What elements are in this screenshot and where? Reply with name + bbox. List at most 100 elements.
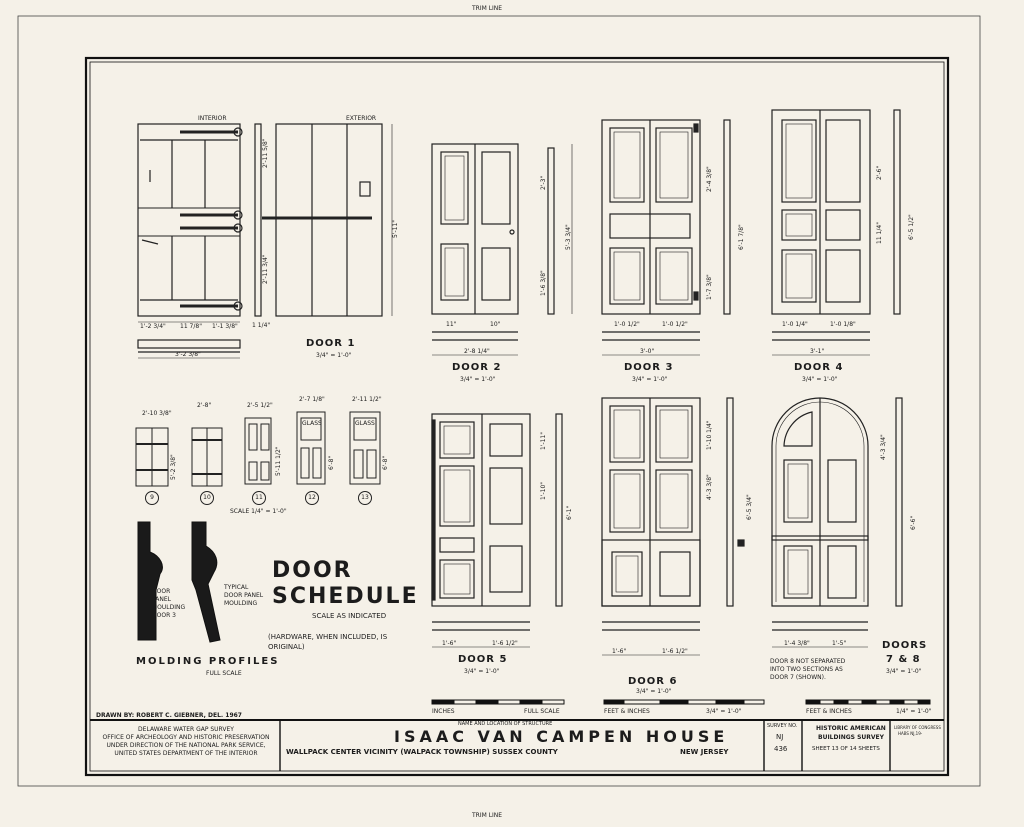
door78-note: DOOR 8 NOT SEPARATED INTO TWO SECTIONS A… — [770, 658, 846, 681]
door2-h2: 5'-3 3/4" — [565, 224, 572, 250]
door6-w1: 1'-6" — [612, 648, 627, 655]
scalebar-feet-inches-1: FEET & INCHES — [604, 708, 650, 715]
scalebar-feet-inches-2: FEET & INCHES — [806, 708, 852, 715]
scalebar-scale-2: 1/4" = 1'-0" — [896, 708, 932, 715]
schedule-note: (HARDWARE, WHEN INCLUDED, IS ORIGINAL) — [268, 633, 388, 651]
door-78-drawing — [771, 397, 903, 648]
survey-number: 436 — [774, 745, 788, 753]
door5-h1: 1'-11" — [540, 431, 547, 450]
door11-number: 11 — [252, 491, 266, 505]
molding-label-door3: DOOR PANEL MOULDING DOOR 3 — [152, 588, 186, 619]
door4-h2: 6'-5 1/2" — [908, 214, 915, 240]
door13-width: 2'-11 1/2" — [352, 396, 382, 403]
door10-width: 2'-8" — [197, 402, 212, 409]
door4-h1: 2'-6" — [876, 165, 883, 180]
door2-dim-b: 10" — [490, 321, 501, 328]
door6-h2: 6'-5 3/4" — [746, 494, 753, 520]
door10-number: 10 — [200, 491, 214, 505]
door12-width: 2'-7 1/8" — [299, 396, 325, 403]
door78-w2: 1'-5" — [832, 640, 847, 647]
door1-dim-a: 1'-2 3/4" — [140, 323, 166, 330]
scalebars-drawing — [431, 699, 931, 705]
door3-dim-a: 1'-0 1/2" — [614, 321, 640, 328]
structure-name: ISAAC VAN CAMPEN HOUSE — [394, 727, 729, 746]
habs-line-2: BUILDINGS SURVEY — [818, 734, 884, 741]
title-block-lines — [90, 719, 944, 771]
door-5-drawing — [431, 413, 563, 648]
door13-height: 6'-8" — [382, 455, 389, 470]
door78-h1: 6'-6" — [910, 515, 917, 530]
door3-scale: 3/4" = 1'-0" — [632, 376, 668, 383]
door1-dim-upper: 2'-11 5/8" — [262, 138, 269, 168]
trim-line-top: TRIM LINE — [472, 5, 503, 12]
scalebar-scale-1: 3/4" = 1'-0" — [706, 708, 742, 715]
door5-label: DOOR 5 — [458, 654, 508, 665]
door1-dim-thick: 1 1/4" — [252, 322, 271, 329]
door3-h1: 2'-4 3/8" — [706, 166, 713, 192]
door3-label: DOOR 3 — [624, 362, 674, 373]
door1-dim-c: 1'-1 3/8" — [212, 323, 238, 330]
door-4-drawing — [771, 109, 901, 356]
door6-label: DOOR 6 — [628, 676, 678, 687]
habs-line-1: HISTORIC AMERICAN — [816, 725, 886, 732]
molding-profiles-drawing — [137, 521, 221, 643]
door5-h2: 1'-10" — [540, 481, 547, 500]
door1-scale: 3/4" = 1'-0" — [316, 352, 352, 359]
door3-dim-b: 1'-0 1/2" — [662, 321, 688, 328]
door13-glass: GLASS — [355, 420, 375, 427]
door2-label: DOOR 2 — [452, 362, 502, 373]
structure-caption: NAME AND LOCATION OF STRUCTURE — [458, 721, 553, 727]
door-6-drawing — [601, 397, 745, 656]
door11-width: 2'-5 1/2" — [247, 402, 273, 409]
door4-dim-a: 1'-0 1/4" — [782, 321, 808, 328]
door12-number: 12 — [305, 491, 319, 505]
survey-no-label: SURVEY NO. — [767, 723, 798, 729]
door2-width: 2'-8 1/4" — [464, 348, 490, 355]
survey-state: NJ — [776, 733, 784, 741]
door1-label: DOOR 1 — [306, 338, 356, 349]
door6-w2: 1'-6 1/2" — [662, 648, 688, 655]
door1-exterior-label: EXTERIOR — [346, 115, 377, 122]
door2-scale: 3/4" = 1'-0" — [460, 376, 496, 383]
library-line-1: LIBRARY OF CONGRESS — [894, 725, 941, 730]
door6-scale: 3/4" = 1'-0" — [636, 688, 672, 695]
door6-h3: 4'-3 3/8" — [706, 474, 713, 500]
molding-label-typical: TYPICAL DOOR PANEL MOULDING — [224, 584, 264, 607]
door-2-drawing — [431, 143, 573, 356]
library-line-2: HABS NJ,19- — [898, 731, 923, 736]
door78-label1: DOORS — [882, 640, 928, 651]
door5-h3: 6'-1" — [566, 505, 573, 520]
door78-w1: 1'-4 3/8" — [784, 640, 810, 647]
door78-scale: 3/4" = 1'-0" — [886, 668, 922, 675]
structure-state: NEW JERSEY — [680, 748, 729, 756]
door11-height: 5'-11 1/2" — [275, 446, 282, 476]
door5-w2: 1'-6 1/2" — [492, 640, 518, 647]
door13-number: 13 — [358, 491, 372, 505]
door4-scale: 3/4" = 1'-0" — [802, 376, 838, 383]
door3-h3: 1'-7 3/8" — [706, 274, 713, 300]
small-doors-scale: SCALE 1/4" = 1'-0" — [230, 508, 287, 515]
schedule-scale: SCALE AS INDICATED — [312, 612, 387, 620]
door1-dim-height: 5'-11" — [392, 219, 399, 238]
door5-w1: 1'-6" — [442, 640, 457, 647]
drawn-by: DRAWN BY: ROBERT C. GIEBNER, DEL. 1967 — [96, 712, 242, 719]
agency-line-1: DELAWARE WATER GAP SURVEY — [138, 726, 234, 733]
molding-profiles-title: MOLDING PROFILES — [136, 656, 280, 667]
door1-dim-total: 3'-2 3/8" — [175, 351, 201, 358]
door1-dim-b: 11 7/8" — [180, 323, 202, 330]
trim-line-bottom: TRIM LINE — [472, 812, 503, 819]
door3-h2: 6'-1 7/8" — [738, 224, 745, 250]
door1-interior-label: INTERIOR — [198, 115, 227, 122]
door1-dim-lower: 2'-11 3/4" — [262, 254, 269, 284]
sheet-number: SHEET 13 OF 14 SHEETS — [812, 746, 880, 752]
door2-dim-a: 11" — [446, 321, 457, 328]
structure-location: WALLPACK CENTER VICINITY (WALPACK TOWNSH… — [286, 748, 558, 756]
door-1-drawing — [137, 123, 393, 359]
door2-h3: 1'-6 3/8" — [540, 270, 547, 296]
agency-line-3: UNDER DIRECTION OF THE NATIONAL PARK SER… — [106, 742, 266, 749]
small-doors-drawing — [135, 411, 381, 487]
door2-h1: 2'-3" — [540, 175, 547, 190]
door12-height: 6'-8" — [328, 455, 335, 470]
agency-line-4: UNITED STATES DEPARTMENT OF THE INTERIOR — [114, 750, 258, 757]
